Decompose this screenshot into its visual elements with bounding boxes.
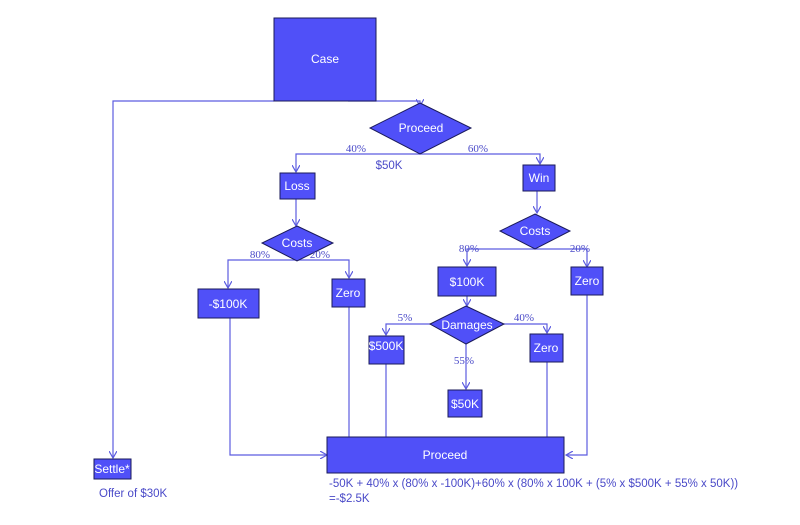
damages-40-label: 40% xyxy=(514,312,534,324)
zero-win-label: Zero xyxy=(575,274,600,288)
damages-500k-node[interactable]: $500K xyxy=(368,335,405,365)
edge-case-to-proceed xyxy=(348,101,420,106)
proceed-result-label: Proceed xyxy=(423,448,468,462)
damages-500k-label: $500K xyxy=(369,339,404,353)
costs-loss-node[interactable]: Costs xyxy=(260,225,335,262)
costs-win-node[interactable]: Costs xyxy=(498,213,572,250)
settle-offer-note: Offer of $30K xyxy=(99,488,168,500)
costs-loss-label: Costs xyxy=(282,236,313,250)
edge-zero-right-to-result xyxy=(566,295,588,455)
damages-55-label: 55% xyxy=(454,355,474,367)
formula-line-1: -50K + 40% x (80% x -100K)+60% x (80% x … xyxy=(329,478,738,490)
edge-proceed-to-loss xyxy=(296,153,420,172)
settle-node[interactable]: Settle* xyxy=(93,458,132,480)
case-label: Case xyxy=(311,52,339,66)
loss-costs-80-label: 80% xyxy=(250,249,270,261)
loss-probability-label: 40% xyxy=(346,143,366,155)
damages-label: Damages xyxy=(441,318,492,332)
edge-damages-to-zero xyxy=(504,323,547,333)
damages-node[interactable]: Damages xyxy=(428,305,506,345)
edge-costs-to-neg100k xyxy=(228,259,297,288)
zero-loss-node[interactable]: Zero xyxy=(331,278,366,308)
proceed-decision-label: Proceed xyxy=(399,121,444,135)
neg-100k-node[interactable]: -$100K xyxy=(197,288,260,319)
loss-costs-20-label: 20% xyxy=(310,249,330,261)
costs-win-label: Costs xyxy=(520,224,551,238)
zero-win-node[interactable]: Zero xyxy=(570,266,604,296)
damages-50k-node[interactable]: $50K xyxy=(447,389,483,418)
edge-neg100k-to-result xyxy=(229,318,327,455)
edge-case-to-settle xyxy=(113,100,274,458)
win-costs-20-label: 20% xyxy=(570,243,590,255)
pos-100k-node[interactable]: $100K xyxy=(437,266,497,297)
pos-100k-label: $100K xyxy=(450,275,485,289)
settle-label: Settle* xyxy=(94,462,130,476)
win-node[interactable]: Win xyxy=(522,164,556,192)
win-costs-80-label: 80% xyxy=(459,243,479,255)
edge-damages-to-500k xyxy=(386,323,432,335)
loss-label: Loss xyxy=(284,179,309,193)
damages-50k-label: $50K xyxy=(451,397,479,411)
case-node[interactable]: Case xyxy=(273,17,377,102)
formula-line-2: =-$2.5K xyxy=(329,493,370,505)
loss-node[interactable]: Loss xyxy=(279,172,316,200)
edge-costs-to-100k xyxy=(467,248,535,266)
neg-100k-label: -$100K xyxy=(209,297,248,311)
edge-costs-to-zero-right xyxy=(535,248,587,267)
edges xyxy=(113,101,587,458)
edge-proceed-to-win xyxy=(420,153,540,164)
zero-loss-label: Zero xyxy=(336,286,361,300)
proceed-result-node[interactable]: Proceed xyxy=(326,436,565,474)
win-label: Win xyxy=(529,171,550,185)
win-probability-label: 60% xyxy=(468,143,488,155)
edge-costs-to-zero-left xyxy=(297,259,349,278)
proceed-decision-node[interactable]: Proceed xyxy=(368,102,473,155)
stake-label: $50K xyxy=(376,160,403,172)
damages-zero-label: Zero xyxy=(534,341,559,355)
damages-zero-node[interactable]: Zero xyxy=(529,333,564,363)
damages-5-label: 5% xyxy=(398,312,413,324)
